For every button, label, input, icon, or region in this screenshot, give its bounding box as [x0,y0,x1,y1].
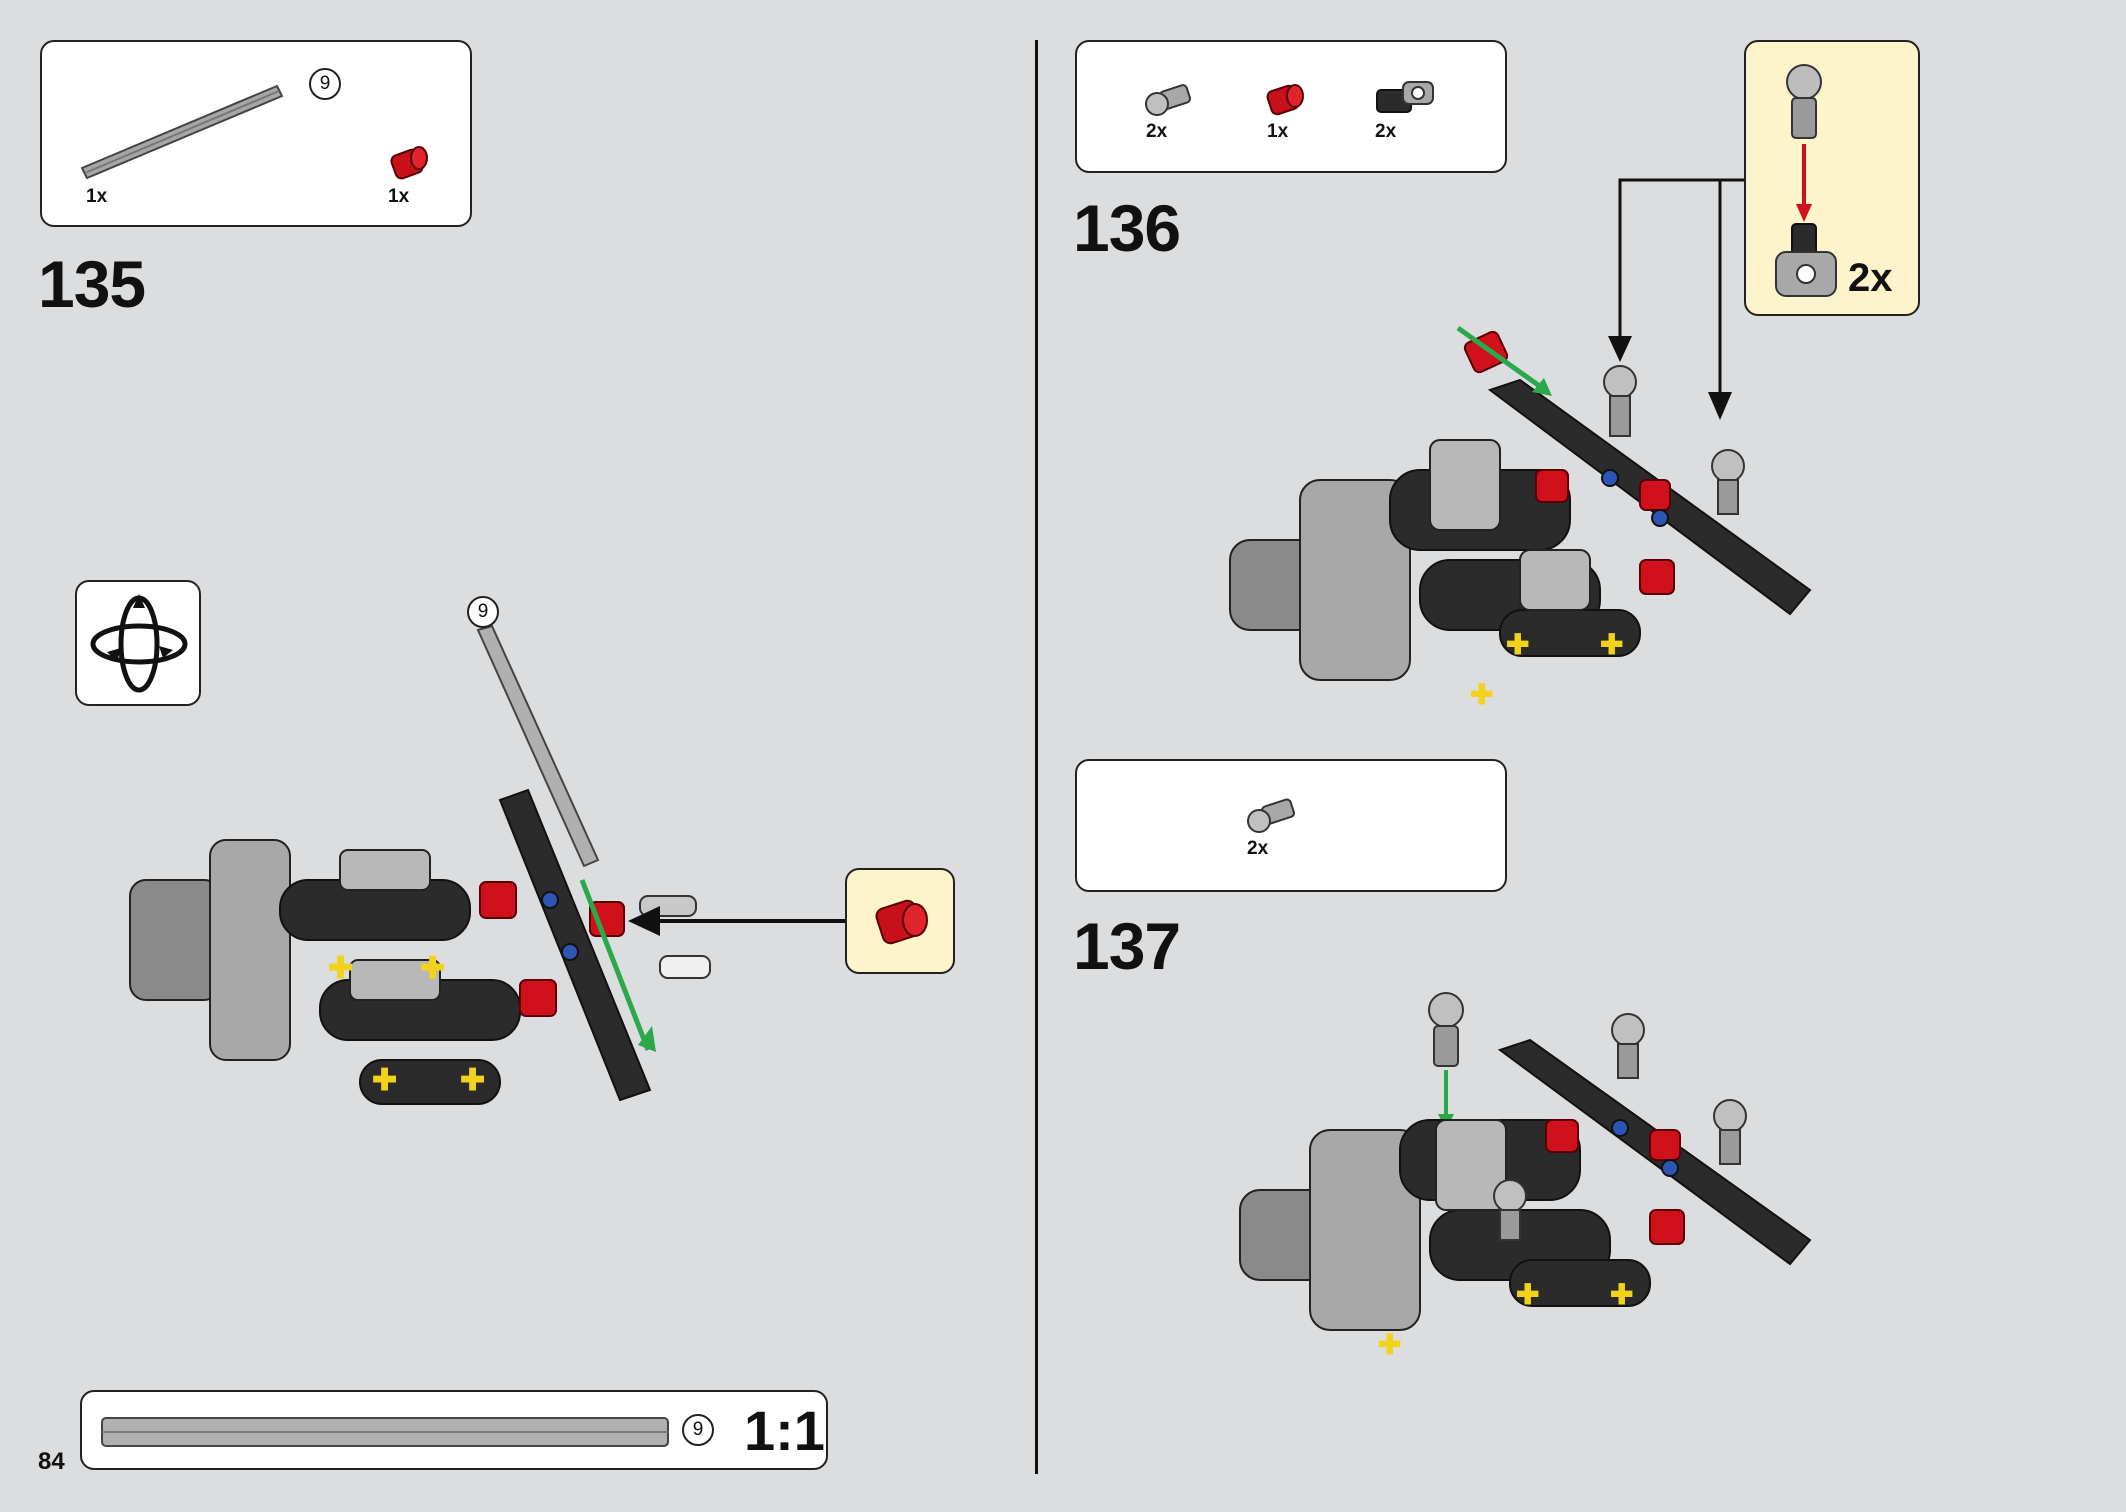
svg-text:✚: ✚ [1506,629,1529,660]
red-bush-icon [875,899,928,945]
part-qty: 2x [1375,121,1397,142]
subassembly-callout-136: 2x [1744,40,1920,316]
scale-length-badge: 9 [682,1414,714,1446]
axle-9-icon [80,84,284,180]
page-divider [1035,40,1038,1474]
part-qty: 1x [1267,121,1289,142]
ball-pin-into-socket-icon [1775,64,1837,297]
page-number: 84 [38,1448,65,1475]
part-qty: 2x [1146,121,1168,142]
parts-list-box-136: 2x 1x 2x [1075,40,1507,173]
svg-text:✚: ✚ [1378,1329,1401,1360]
step-number: 137 [1073,909,1181,983]
part-qty: 1x [86,186,108,207]
scale-ratio: 1:1 [744,1399,825,1462]
parts-list-box-137: 2x [1075,759,1507,892]
model-assembly-137: ✚ ✚ ✚ [1239,992,1812,1360]
red-bush-icon [390,146,428,180]
part-qty: 2x [1247,838,1269,859]
axle-length-badge: 9 [309,68,341,100]
ball-socket-connector-icon [1376,81,1434,113]
part-qty: 1x [388,186,410,207]
step-number: 136 [1073,191,1181,265]
rotate-model-icon [90,594,188,693]
part-callout-135 [845,868,955,974]
model-assembly-135: ✚ ✚ ✚ ✚ [129,624,846,1105]
svg-text:✚: ✚ [372,1064,397,1097]
model-assembly-136: ✚ ✚ ✚ [1229,178,1812,710]
svg-text:✚: ✚ [328,952,353,985]
ball-pin-icon [1247,798,1295,833]
svg-text:✚: ✚ [420,952,445,985]
svg-text:✚: ✚ [1516,1279,1539,1310]
red-bush-icon [1266,84,1304,116]
axle-9-scale-icon [101,1417,669,1447]
svg-text:✚: ✚ [1610,1279,1633,1310]
axle-length-badge: 9 [467,596,499,628]
svg-text:✚: ✚ [460,1064,485,1097]
parts-list-box-135: 9 1x 1x [40,40,472,227]
scale-bar-box: 9 1:1 [80,1390,828,1470]
svg-text:✚: ✚ [1600,629,1623,660]
step-number: 135 [38,247,146,321]
ball-pin-icon [1145,84,1192,116]
rotate-model-box [75,580,201,706]
svg-text:✚: ✚ [1470,679,1493,710]
callout-qty: 2x [1848,256,1893,300]
